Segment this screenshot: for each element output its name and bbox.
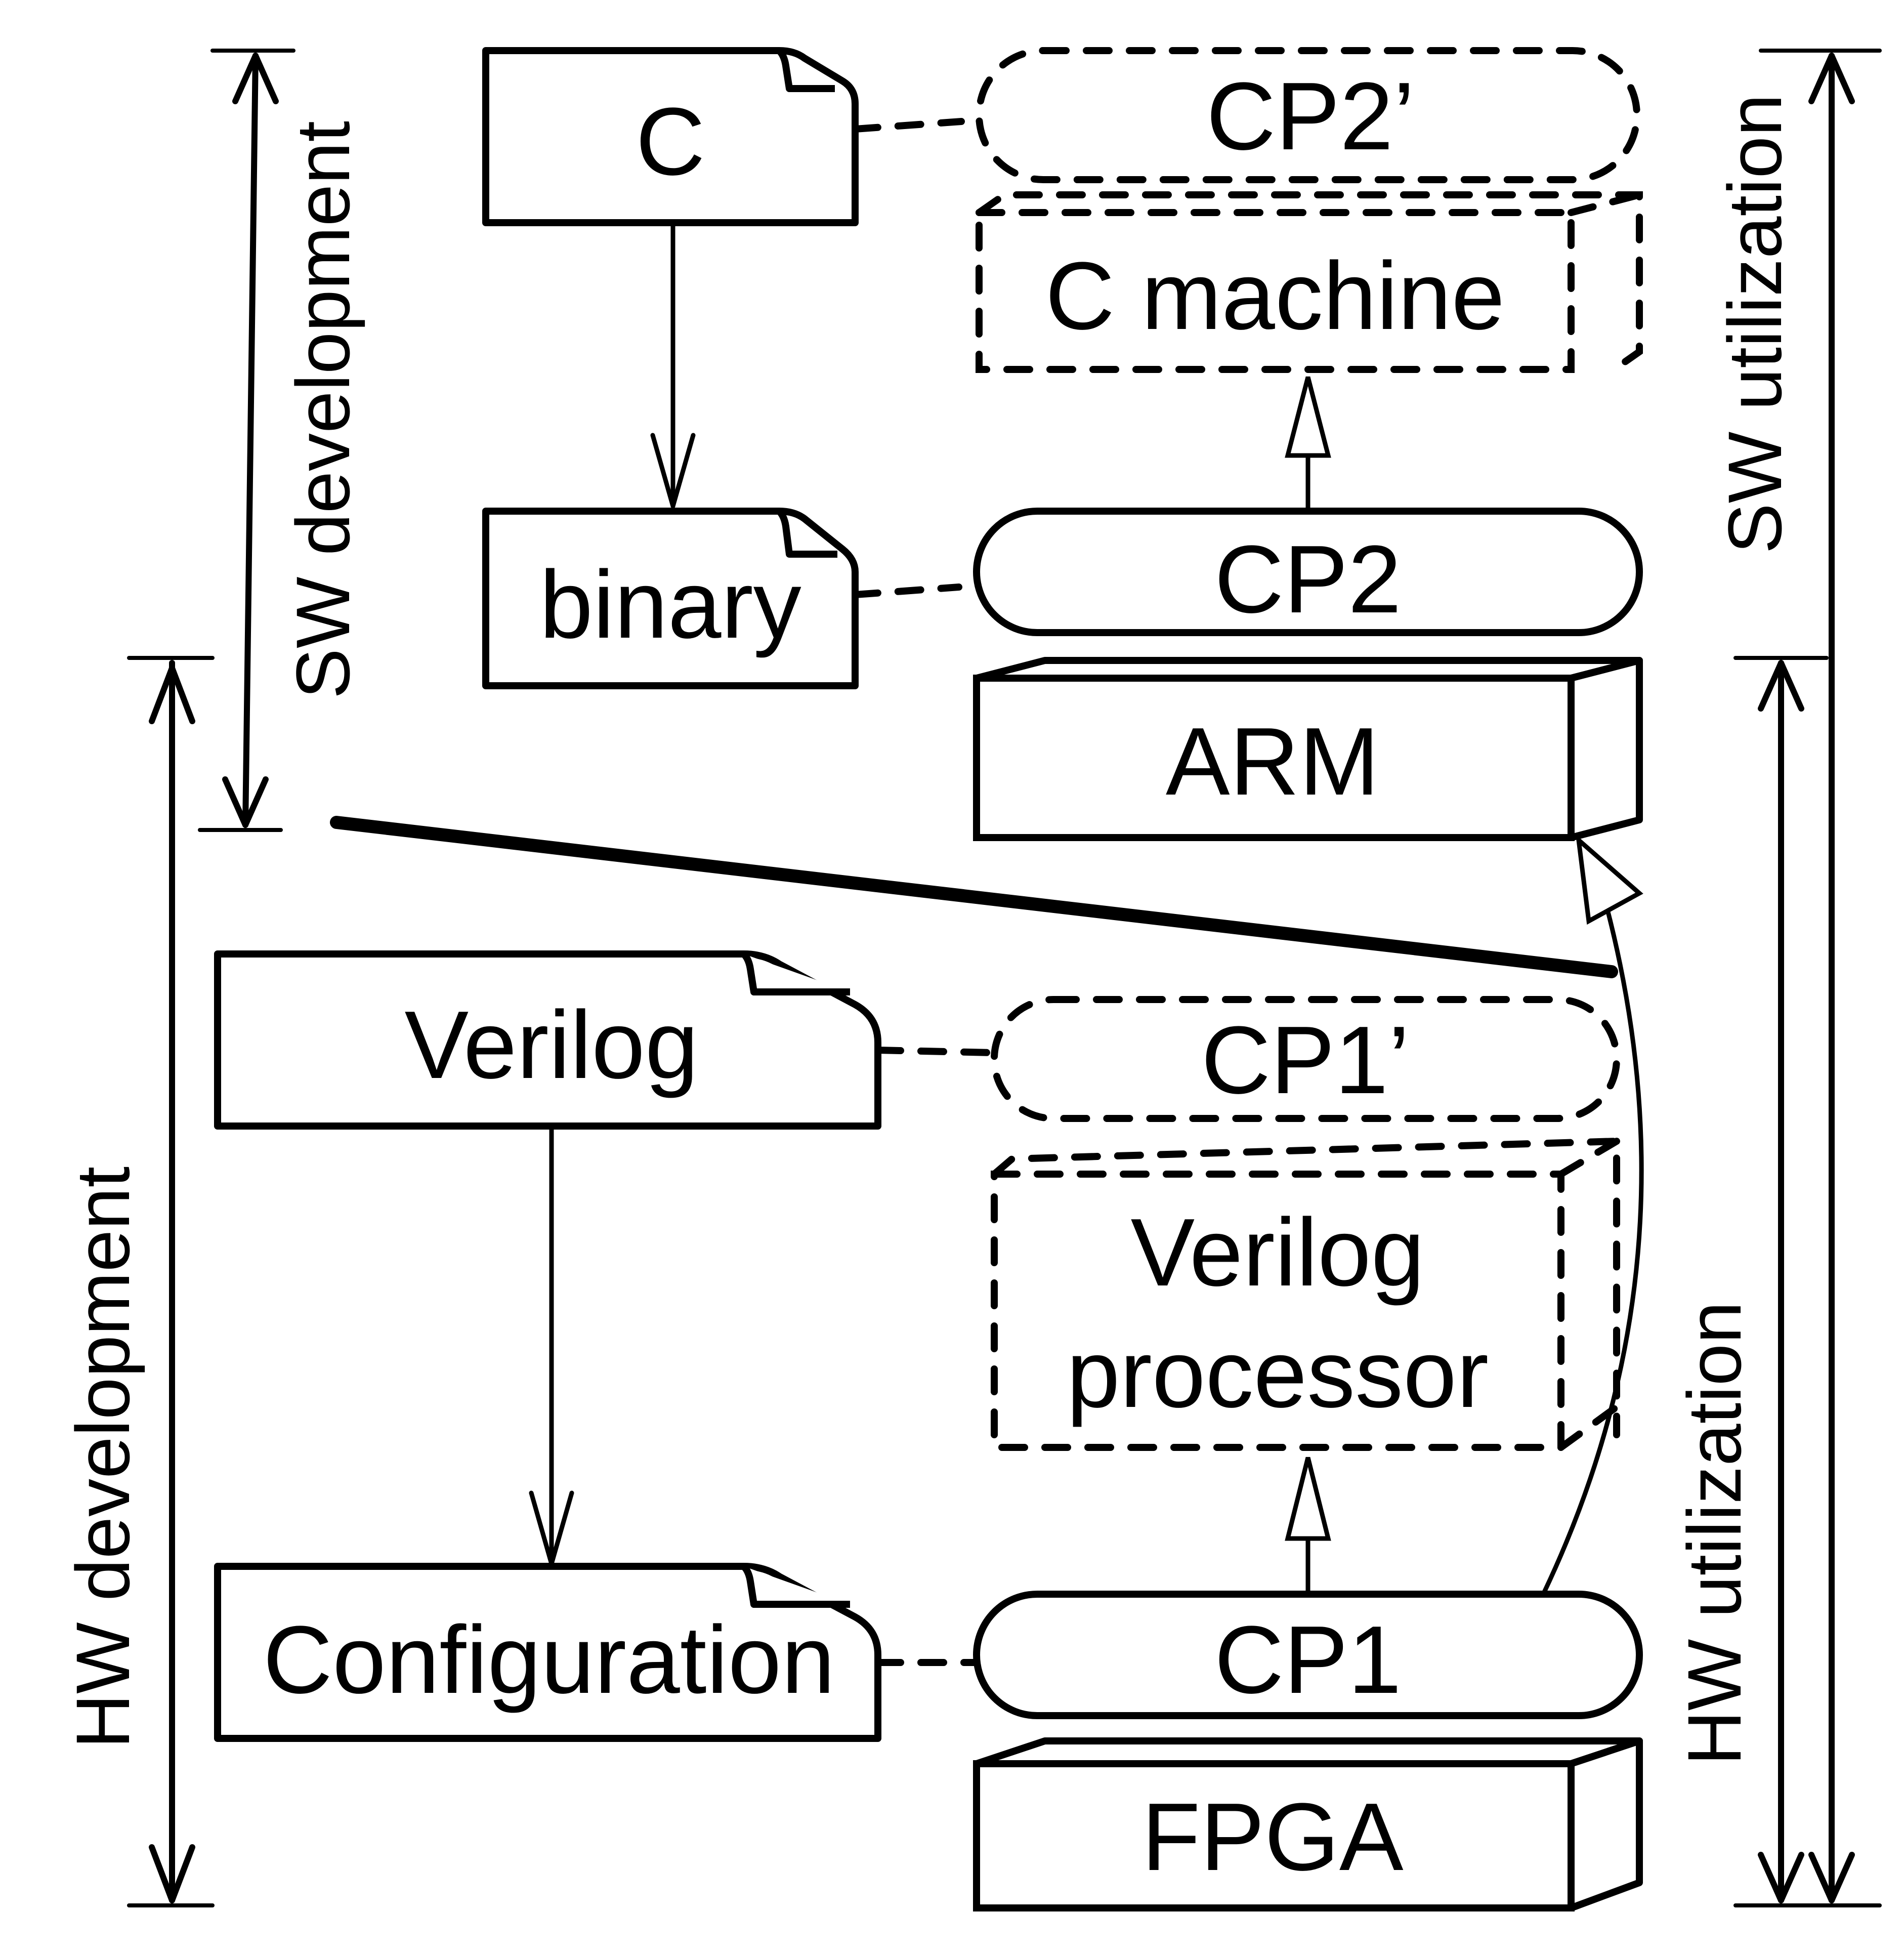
arm-label: ARM: [1166, 708, 1379, 815]
c-document: C: [482, 47, 859, 226]
sw-development-label: SW development: [280, 121, 365, 699]
verilog-to-cp1prime-link: [874, 1047, 995, 1056]
sw-util-bottom-arrowhead: [1808, 1852, 1855, 1903]
hw-development-label: HW development: [60, 1167, 145, 1749]
cp1-label: CP1: [1214, 1606, 1402, 1714]
sw-utilization-label: SW utilization: [1712, 94, 1797, 554]
cp2-prime-label: CP2’: [1206, 63, 1415, 170]
verilog-processor-label-line2: processor: [1067, 1320, 1489, 1428]
sw-dev-bottom-arrowhead: [222, 776, 269, 828]
hw-util-bottom-arrowhead: [1758, 1852, 1804, 1903]
hw-util-top-arrowhead: [1758, 660, 1804, 712]
sw-dev-top-arrowhead: [232, 53, 279, 104]
cp1-to-arm-curved-arrow: [1541, 903, 1644, 1597]
sw-util-top-arrowhead: [1808, 53, 1855, 104]
cp1-prime-capsule: CP1’: [991, 996, 1620, 1122]
c-to-cp2prime-link: [852, 118, 965, 133]
hw-utilization-span: HW utilization: [1672, 656, 1882, 1907]
cp2-prime-capsule: CP2’: [976, 47, 1640, 183]
verilog-processor-box: Verilog processor: [991, 1137, 1620, 1451]
cp2-label: CP2: [1214, 526, 1402, 633]
cp2-to-c-machine-arrowhead: [1285, 376, 1331, 458]
c-machine-label: C machine: [1045, 242, 1505, 350]
binary-document: binary: [482, 508, 859, 689]
fpga-block: FPGA: [973, 1737, 1643, 1911]
cp1-to-arm-arrowhead: [1576, 834, 1643, 925]
binary-document-label: binary: [539, 551, 801, 658]
hw-development-span: HW development: [60, 656, 215, 1907]
sw-dev-axis: [242, 53, 259, 828]
configuration-document-label: Configuration: [263, 1606, 835, 1714]
arm-block: ARM: [973, 657, 1643, 841]
binary-to-cp2-link: [852, 584, 962, 598]
configuration-document: Configuration: [214, 1563, 881, 1742]
cp1-to-verilog-processor-arrowhead: [1285, 1457, 1331, 1541]
sw-utilization-span: SW utilization: [1712, 49, 1882, 1903]
sw-hw-boundary-line: [330, 816, 1618, 978]
verilog-processor-label-line1: Verilog: [1131, 1199, 1425, 1306]
verilog-document: Verilog: [214, 950, 881, 1130]
cp1-prime-label: CP1’: [1201, 1007, 1410, 1114]
cp1-capsule: CP1: [973, 1591, 1643, 1719]
c-to-binary-arrowhead: [650, 433, 696, 509]
hw-utilization-label: HW utilization: [1672, 1302, 1757, 1766]
sw-development-span: SW development: [198, 49, 365, 832]
hw-dev-top-arrowhead: [149, 665, 195, 724]
hw-dev-bottom-arrowhead: [149, 1844, 195, 1903]
c-document-label: C: [636, 88, 705, 195]
c-machine-box: C machine: [976, 191, 1643, 373]
verilog-document-label: Verilog: [405, 991, 699, 1099]
cp2-capsule: CP2: [973, 508, 1643, 636]
fpga-label: FPGA: [1141, 1783, 1404, 1891]
